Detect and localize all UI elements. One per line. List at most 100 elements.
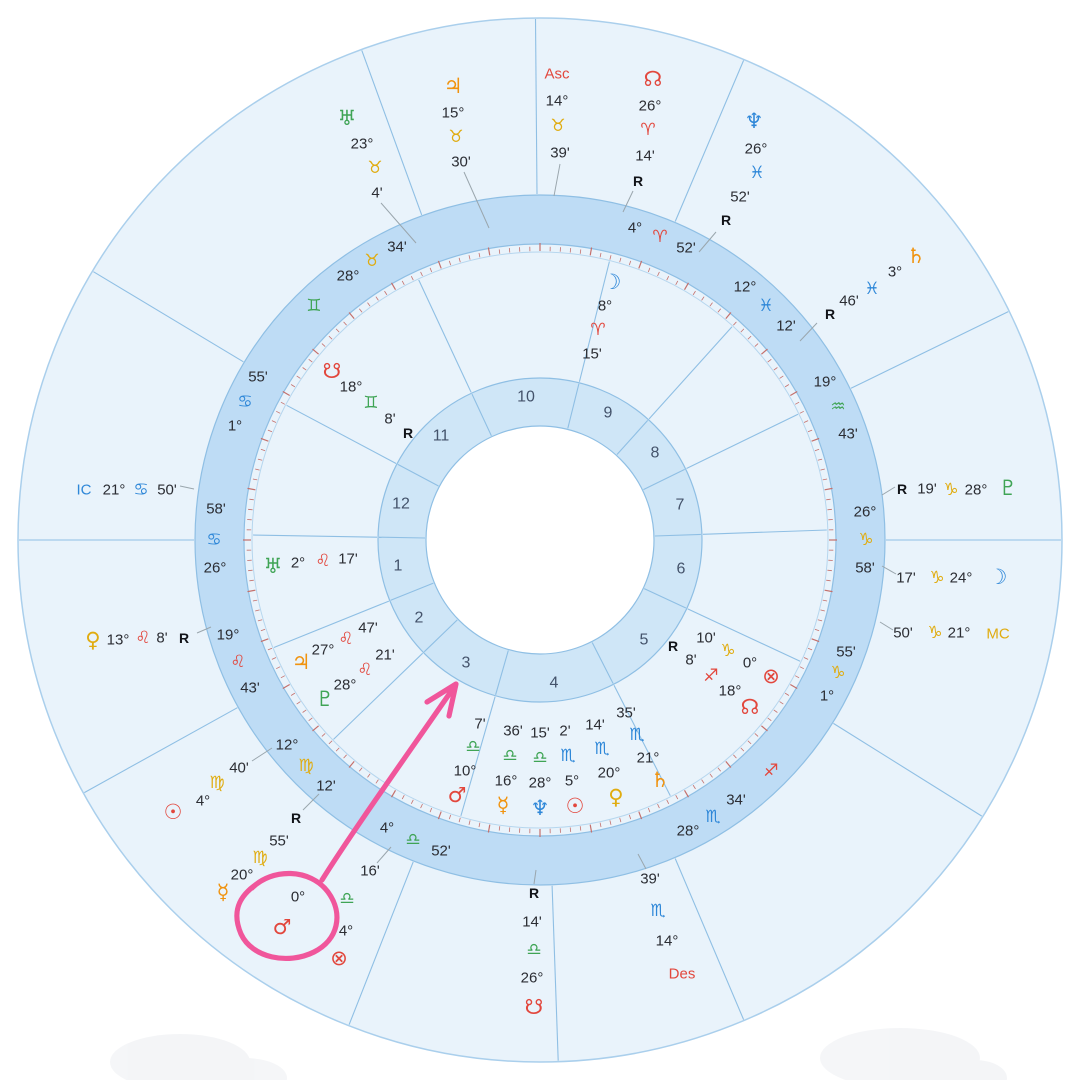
- annotation-circle: [234, 870, 340, 961]
- minute: 14': [522, 914, 542, 931]
- degree: 0°: [743, 655, 757, 672]
- cancer-sign-icon: ♋: [133, 480, 148, 500]
- degree: 10°: [454, 763, 477, 780]
- house-10: 10: [517, 389, 535, 406]
- cusp-degree: 4°: [380, 820, 394, 837]
- degree: 15°: [442, 105, 465, 122]
- leo-sign-icon: ♌: [315, 551, 330, 571]
- house-8: 8: [651, 445, 660, 462]
- outer-planet-jupiter: ♃ 15° ♉ 30': [442, 74, 471, 171]
- cusp-minute: 58': [855, 560, 875, 577]
- house-9: 9: [604, 405, 613, 422]
- house-12: 12: [392, 496, 410, 513]
- cusp-degree: 19°: [814, 374, 837, 391]
- degree: 28°: [965, 482, 988, 499]
- retrograde-flag: R: [529, 885, 539, 901]
- house-4: 4: [550, 675, 559, 692]
- degree: 14°: [546, 93, 569, 110]
- jupiter-icon: ♃: [292, 650, 311, 674]
- annotation-arrow-shaft: [319, 687, 455, 883]
- uranus-icon: ♅: [338, 106, 357, 130]
- minute: 47': [358, 620, 378, 637]
- watermark-blobs: [110, 1028, 1007, 1080]
- capricorn-sign-icon: ♑: [830, 663, 845, 683]
- minute: 14': [585, 717, 605, 734]
- sagittarius-sign-icon: ♐: [703, 666, 718, 686]
- taurus-sign-icon: ♉: [448, 127, 463, 147]
- pisces-sign-icon: ♓: [758, 296, 773, 316]
- house-numbers: 1 2 3 4 5 6 7 8 9 10 11 12: [392, 389, 685, 692]
- cusp-degree: 26°: [854, 504, 877, 521]
- outer-planet-pluto: R 19' ♑ 28° ♇: [897, 476, 1017, 500]
- sagittarius-sign-icon: ♐: [763, 761, 778, 781]
- cancer-sign-icon: ♋: [206, 530, 221, 550]
- cusp-minute: 34': [387, 239, 407, 256]
- cusp-degree: 4°: [628, 220, 642, 237]
- minute: 30': [451, 154, 471, 171]
- hand-drawn-annotation: [234, 681, 459, 961]
- degree: 18°: [340, 379, 363, 396]
- inner-planet-sun: ☉ 5° ♏ 2': [559, 723, 584, 819]
- scorpio-sign-icon: ♏: [629, 725, 644, 745]
- jupiter-icon: ♃: [444, 74, 463, 98]
- minute: 46': [839, 293, 859, 310]
- minute: 50': [157, 482, 177, 499]
- degree: 5°: [565, 773, 579, 790]
- inner-planet-pluto: ♇ 28° ♌ 21': [316, 647, 395, 712]
- libra-sign-icon: ♎: [532, 748, 547, 768]
- minute: 16': [360, 863, 380, 880]
- cusp-minute: 12': [316, 778, 336, 795]
- house-2: 2: [415, 610, 424, 627]
- outer-north-node: ☊ 26° ♈ 14' R: [633, 67, 662, 189]
- mars-icon: ♂: [273, 915, 292, 939]
- house-6: 6: [677, 561, 686, 578]
- tick-ring-edge: [251, 251, 829, 829]
- neptune-icon: ♆: [745, 109, 764, 133]
- inner-north-node: ☊ 18° ♐ 8' R: [668, 638, 759, 719]
- house-3: 3: [462, 655, 471, 672]
- scorpio-sign-icon: ♏: [594, 739, 609, 759]
- label-pointer-lines: [179, 163, 897, 885]
- outer-planet-mars: 0° ♂: [273, 889, 306, 940]
- minute: 15': [582, 346, 602, 363]
- leo-sign-icon: ♌: [338, 629, 353, 649]
- house-5: 5: [640, 632, 649, 649]
- outer-ascendant: Asc 14° ♉ 39': [544, 66, 570, 162]
- minute: 2': [559, 723, 570, 740]
- minute: 15': [530, 725, 550, 742]
- minute: 17': [896, 570, 916, 587]
- sun-icon: ☉: [566, 794, 585, 818]
- minute: 36': [503, 723, 523, 740]
- taurus-sign-icon: ♉: [550, 116, 565, 136]
- gemini-sign-icon: ♊: [363, 393, 378, 413]
- ic-label: IC: [77, 482, 92, 499]
- minute: 35': [616, 705, 636, 722]
- house-1: 1: [394, 558, 403, 575]
- degree: 2°: [291, 555, 305, 572]
- cusp-minute: 52': [676, 240, 696, 257]
- outer-midheaven: 50' ♑ 21° MC: [893, 623, 1010, 643]
- south-node-icon: ☋: [525, 995, 544, 1019]
- minute: 8': [685, 652, 696, 669]
- mercury-icon: ☿: [497, 793, 510, 817]
- cusp-degree: 19°: [217, 627, 240, 644]
- saturn-icon: ♄: [907, 244, 926, 268]
- inner-planet-mercury: ☿ 16° ♎ 36': [495, 723, 523, 818]
- house-ring-dividers: [378, 383, 701, 695]
- house-7: 7: [676, 497, 685, 514]
- venus-icon: ♀: [85, 628, 100, 652]
- degree: 3°: [888, 264, 902, 281]
- aries-sign-icon: ♈: [640, 120, 655, 140]
- scorpio-sign-icon: ♏: [650, 901, 665, 921]
- annotation-arrow-head: [424, 681, 459, 719]
- minute: 52': [730, 189, 750, 206]
- retrograde-flag: R: [633, 173, 643, 189]
- uranus-icon: ♅: [264, 554, 283, 578]
- cusp-degree: 1°: [228, 418, 242, 435]
- outer-planet-saturn: ♄ 3° ♓ 46' R: [825, 244, 925, 322]
- minute: 8': [156, 630, 167, 647]
- libra-sign-icon: ♎: [405, 830, 420, 850]
- cusp-degree: 28°: [337, 268, 360, 285]
- house-cusp-lines: [252, 261, 827, 817]
